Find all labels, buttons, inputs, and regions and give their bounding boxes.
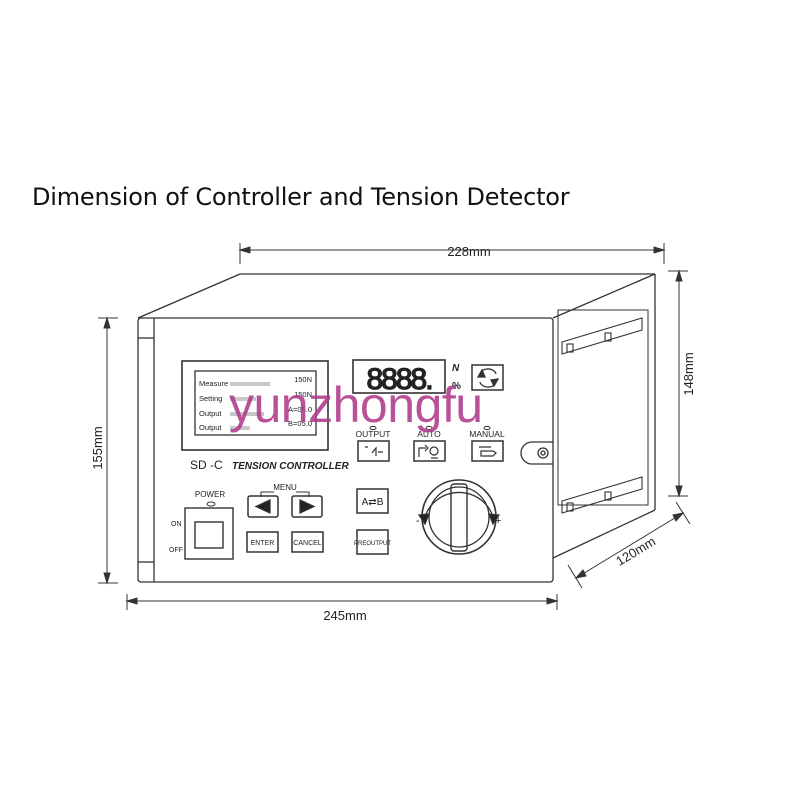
lcd-row-output-b: Output bbox=[199, 423, 222, 432]
knob-minus-label: - bbox=[416, 515, 420, 527]
lcd-frame bbox=[181, 360, 329, 451]
preoutput-button[interactable]: PREOUTPUT bbox=[354, 529, 391, 555]
menu-label: MENU bbox=[273, 483, 297, 492]
power-off-label: OFF bbox=[169, 547, 183, 554]
cancel-button[interactable]: CANCEL bbox=[291, 531, 324, 553]
power-switch[interactable] bbox=[184, 507, 234, 560]
knob-plus-label: + bbox=[495, 515, 501, 527]
output-button[interactable] bbox=[357, 440, 390, 462]
lcd-value-output-a: A=05.0 bbox=[288, 405, 312, 414]
adjust-knob[interactable] bbox=[421, 479, 497, 555]
hand-icon bbox=[479, 446, 497, 457]
dim-depth-label: 120mm bbox=[613, 534, 658, 569]
watermark: yunzhongfu bbox=[229, 377, 483, 433]
lcd-row-setting: Setting bbox=[199, 394, 222, 403]
menu-right-button[interactable] bbox=[291, 495, 323, 518]
lcd-row-output-a: Output bbox=[199, 409, 222, 418]
dim-right-height-label: 148mm bbox=[681, 352, 696, 395]
direction-button[interactable] bbox=[471, 364, 504, 391]
dim-left-height-label: 155mm bbox=[90, 426, 105, 469]
menu-left-button[interactable] bbox=[247, 495, 279, 518]
digit-display: 8888. bbox=[366, 363, 431, 396]
lcd-bars bbox=[230, 382, 270, 430]
auto-label: AUTO bbox=[417, 429, 441, 439]
auto-icon bbox=[418, 444, 429, 457]
power-label: POWER bbox=[195, 490, 225, 499]
power-led bbox=[206, 501, 216, 507]
dim-top-width bbox=[238, 243, 666, 264]
unit-newton: N bbox=[452, 363, 460, 374]
arrow-left-icon bbox=[417, 513, 431, 526]
dim-depth bbox=[567, 501, 691, 589]
enter-button[interactable]: ENTER bbox=[246, 531, 279, 553]
lcd-text: Measure Setting Output Output 150N 150N … bbox=[199, 375, 312, 432]
model-subtitle: TENSION CONTROLLER bbox=[232, 461, 349, 472]
enclosure-outline bbox=[137, 273, 656, 559]
auto-button[interactable] bbox=[413, 440, 446, 462]
manual-button[interactable] bbox=[471, 440, 504, 462]
digit-display-frame bbox=[352, 359, 446, 394]
ab-switch-button[interactable]: A⇄B bbox=[356, 488, 389, 514]
side-rail-bottom bbox=[561, 476, 643, 514]
side-rail-top bbox=[561, 317, 643, 355]
manual-label: MANUAL bbox=[469, 429, 505, 439]
mounting-bracket bbox=[520, 441, 553, 465]
lcd-screen bbox=[194, 370, 317, 436]
output-icon bbox=[365, 446, 383, 456]
output-label: OUTPUT bbox=[356, 429, 391, 439]
model-label: SD -C bbox=[190, 458, 223, 472]
lcd-value-setting: 150N bbox=[294, 390, 312, 399]
power-on-label: ON bbox=[171, 521, 182, 528]
left-bezel bbox=[138, 318, 155, 582]
lcd-value-measure: 150N bbox=[294, 375, 312, 384]
indicator-leds bbox=[369, 425, 491, 431]
lcd-row-measure: Measure bbox=[199, 379, 228, 388]
unit-percent: % bbox=[452, 381, 461, 392]
enter-label: ENTER bbox=[251, 540, 275, 547]
preoutput-label: PREOUTPUT bbox=[354, 541, 391, 547]
cancel-label: CANCEL bbox=[293, 540, 322, 547]
dim-left-height bbox=[98, 316, 118, 585]
dim-top-width-label: 228mm bbox=[447, 244, 490, 259]
triangle-right-icon bbox=[299, 498, 316, 515]
knob-arc-arrow bbox=[423, 491, 495, 521]
arrow-right-icon bbox=[487, 513, 501, 526]
dim-front-width bbox=[125, 594, 559, 610]
page-title: Dimension of Controller and Tension Dete… bbox=[32, 183, 570, 211]
dim-front-width-label: 245mm bbox=[323, 608, 366, 623]
lcd-value-output-b: B=05.0 bbox=[288, 419, 312, 428]
ab-label: A⇄B bbox=[362, 497, 384, 508]
front-panel bbox=[137, 317, 554, 583]
dim-right-height bbox=[668, 269, 688, 498]
triangle-left-icon bbox=[254, 498, 271, 515]
